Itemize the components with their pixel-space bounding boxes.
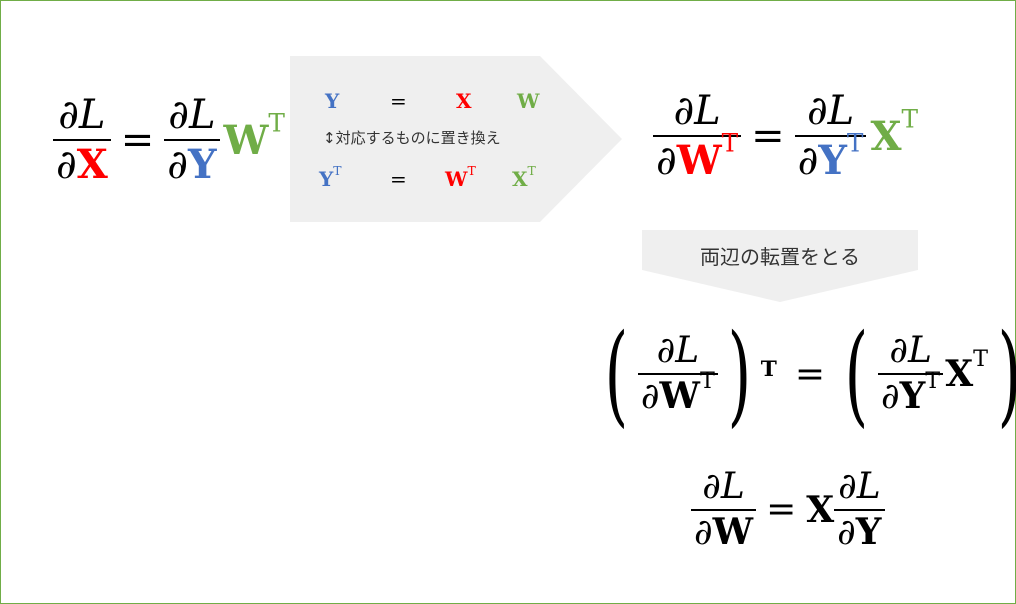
x-transpose: XT [870, 104, 919, 160]
fraction-dl-dwt-black: ∂L ∂WT [637, 331, 718, 416]
equation-transposed: ( ∂L ∂WT )T = ( ∂L ∂YT XT )T [604, 310, 1016, 438]
mapping-arrow-box [290, 56, 622, 222]
map-x-transpose: XT [512, 162, 536, 191]
map-w-transpose: WT [445, 162, 476, 191]
map-equals-1: = [390, 89, 407, 113]
equation-dl-dx: ∂L ∂X = ∂L ∂Y WT [53, 93, 285, 187]
fraction-dl-dyt: ∂L ∂YT [794, 89, 867, 183]
map-y-transpose: YT [319, 162, 342, 191]
transpose-arrow [642, 230, 918, 302]
w-transpose: WT [223, 108, 285, 164]
map-y: Y [325, 89, 340, 113]
fraction-dl-dy: ∂L ∂Y [164, 93, 220, 187]
equation-dl-dwt: ∂L ∂WT = ∂L ∂YT XT [653, 89, 918, 183]
map-x: X [456, 89, 472, 113]
replace-note: ↕対応するものに置き換え [323, 129, 501, 147]
map-equals-2: = [390, 167, 407, 191]
fraction-dl-dx: ∂L ∂X [53, 93, 111, 187]
map-w: W [517, 89, 540, 113]
fraction-dl-dwt: ∂L ∂WT [653, 89, 742, 183]
equation-dl-dw: ∂L ∂W = X ∂L ∂Y [691, 467, 885, 552]
transpose-label: 両辺の転置をとる [700, 245, 860, 269]
fraction-dl-dy-black: ∂L ∂Y [834, 467, 885, 552]
fraction-dl-dw: ∂L ∂W [691, 467, 757, 552]
fraction-dl-dyt-black: ∂L ∂YT [877, 331, 944, 416]
